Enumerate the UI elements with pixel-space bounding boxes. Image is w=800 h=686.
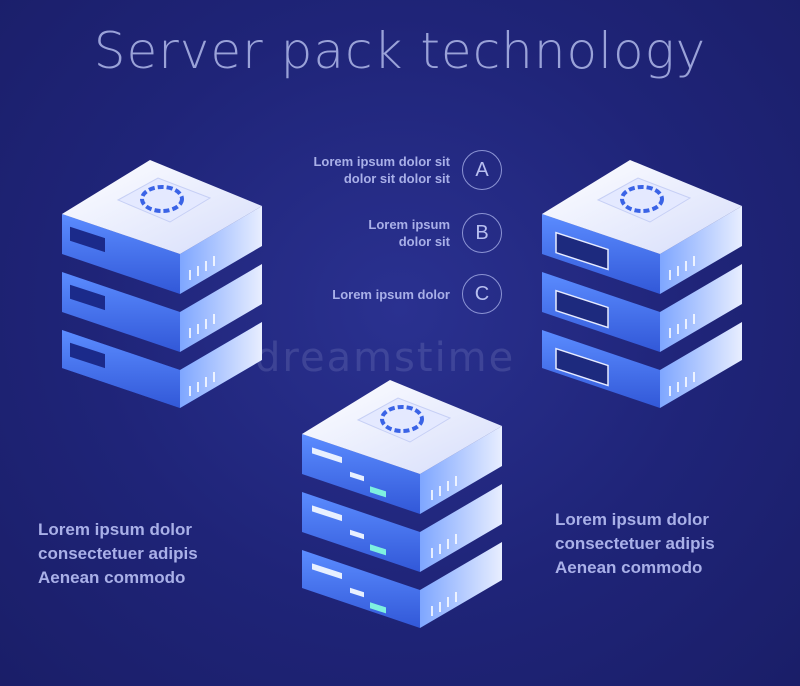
watermark: dreamstime bbox=[255, 335, 516, 381]
option-a-badge: A bbox=[462, 150, 502, 190]
left-paragraph-line: Aenean commodo bbox=[38, 568, 186, 587]
option-b: Lorem ipsum dolor sit B bbox=[270, 213, 502, 253]
option-c: Lorem ipsum dolor C bbox=[270, 274, 502, 314]
left-server bbox=[62, 160, 262, 408]
right-paragraph-line: Aenean commodo bbox=[555, 558, 703, 577]
option-a: Lorem ipsum dolor sit dolor sit dolor si… bbox=[270, 150, 502, 190]
option-a-text: Lorem ipsum dolor sit dolor sit dolor si… bbox=[313, 154, 450, 186]
center-server bbox=[302, 380, 502, 628]
right-paragraph-line: consectetuer adipis bbox=[555, 534, 715, 553]
option-b-text: Lorem ipsum dolor sit bbox=[368, 217, 450, 249]
option-c-badge: C bbox=[462, 274, 502, 314]
right-server bbox=[542, 160, 742, 408]
left-paragraph-line: Lorem ipsum dolor bbox=[38, 520, 192, 539]
right-paragraph-line: Lorem ipsum dolor bbox=[555, 510, 709, 529]
option-c-text: Lorem ipsum dolor bbox=[332, 286, 450, 302]
option-b-badge: B bbox=[462, 213, 502, 253]
left-paragraph: Lorem ipsum dolor consectetuer adipis Ae… bbox=[38, 518, 198, 590]
right-paragraph: Lorem ipsum dolor consectetuer adipis Ae… bbox=[555, 508, 715, 580]
page-title: Server pack technology bbox=[93, 22, 707, 80]
left-paragraph-line: consectetuer adipis bbox=[38, 544, 198, 563]
